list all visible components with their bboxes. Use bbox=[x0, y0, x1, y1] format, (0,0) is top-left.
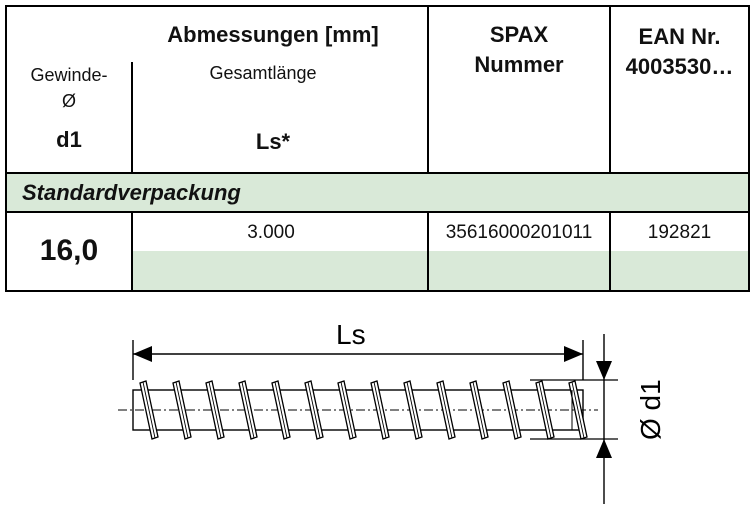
thread-crest-line bbox=[241, 381, 255, 439]
row-spax-number: 35616000201011 bbox=[445, 222, 593, 243]
header-ean-line2: 4003530… bbox=[625, 54, 734, 79]
ls-arrow-left bbox=[133, 346, 152, 362]
header-abmessungen: Abmessungen [mm] bbox=[167, 22, 379, 47]
rule-header-bottom bbox=[5, 172, 750, 174]
row-length: 3.000 bbox=[247, 222, 295, 243]
rule-col1 bbox=[131, 62, 133, 173]
table-border-right bbox=[748, 5, 750, 292]
d1-arrow-top bbox=[596, 361, 612, 380]
d1-arrow-bottom bbox=[596, 439, 612, 458]
header-spax: SPAX Nummer bbox=[429, 20, 609, 80]
header-gewinde-line1: Gewinde- bbox=[30, 65, 108, 85]
thread-crest-line bbox=[472, 381, 486, 439]
d1-label: Ø d1 bbox=[635, 379, 666, 440]
section-label: Standardverpackung bbox=[22, 180, 241, 205]
header-d1: d1 bbox=[56, 127, 82, 152]
header-gesamtlaenge: Gesamtlänge bbox=[209, 63, 317, 83]
thread-crest-line bbox=[373, 381, 387, 439]
thread-crest-line bbox=[208, 381, 222, 439]
thread-crest-line bbox=[406, 381, 420, 439]
row-shade-ean bbox=[611, 251, 748, 290]
thread-crest-line bbox=[439, 381, 453, 439]
ls-label: Ls bbox=[336, 319, 366, 350]
row-shade-spax bbox=[429, 251, 609, 290]
row-shade-length bbox=[133, 251, 427, 290]
header-ls: Ls* bbox=[255, 129, 291, 154]
rule-col3-row bbox=[609, 212, 611, 291]
thread-crest-line bbox=[274, 381, 288, 439]
thread-crest-line bbox=[571, 381, 585, 439]
section-band bbox=[6, 173, 748, 212]
rule-col2 bbox=[427, 5, 429, 173]
rule-col1-row bbox=[131, 212, 133, 291]
row-ean: 192821 bbox=[647, 222, 712, 243]
header-spax-line1: SPAX bbox=[489, 22, 549, 47]
thread-crest-line bbox=[340, 381, 354, 439]
table-border-top bbox=[5, 5, 750, 7]
row-diameter: 16,0 bbox=[39, 234, 99, 267]
rule-col2-row bbox=[427, 212, 429, 291]
thread-crest-line bbox=[307, 381, 321, 439]
rule-section-bottom bbox=[5, 211, 750, 213]
header-ean: EAN Nr. 4003530… bbox=[611, 22, 748, 82]
thread-crest-line bbox=[175, 381, 189, 439]
ls-arrow-right bbox=[564, 346, 583, 362]
table-border-left bbox=[5, 5, 7, 292]
rule-col3 bbox=[609, 5, 611, 173]
header-spax-line2: Nummer bbox=[474, 52, 564, 77]
rod-threads bbox=[139, 380, 588, 440]
header-gewinde: Gewinde- Ø bbox=[10, 62, 128, 114]
header-gewinde-line2: Ø bbox=[61, 91, 76, 111]
table-border-bottom bbox=[5, 290, 750, 292]
header-ean-line1: EAN Nr. bbox=[638, 24, 721, 49]
thread-crest-line bbox=[505, 381, 519, 439]
thread-crest-line bbox=[142, 381, 156, 439]
thread-crest-line bbox=[538, 381, 552, 439]
